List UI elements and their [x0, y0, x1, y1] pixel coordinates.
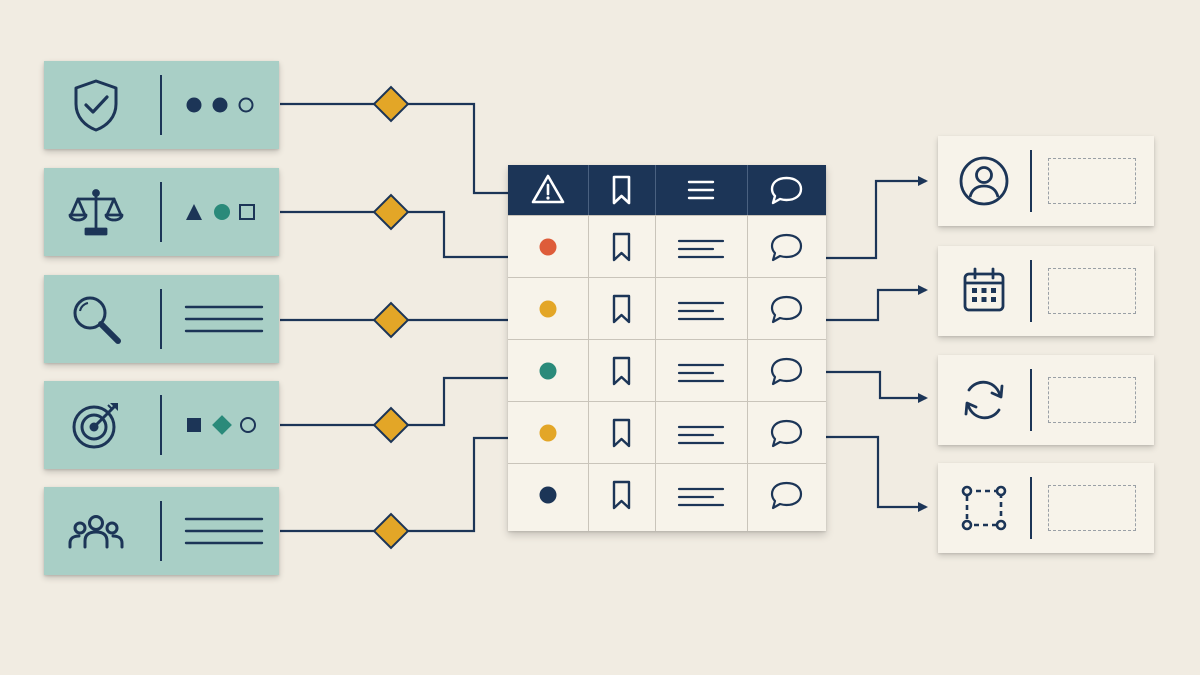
- out-connector-4: [826, 435, 928, 512]
- card-divider: [1030, 260, 1032, 322]
- magnifier-icon: [73, 296, 121, 344]
- connector-line-2: [280, 210, 510, 259]
- card-divider: [160, 182, 162, 242]
- input-card-scales: [44, 168, 279, 256]
- decision-diamond-5: [372, 512, 410, 550]
- out-connector-2: [826, 285, 928, 322]
- status-dot: [539, 362, 557, 380]
- user-profile-icon: [959, 156, 1009, 206]
- decision-diamond-2: [372, 193, 410, 231]
- card-divider: [160, 289, 162, 349]
- text-lines: [677, 239, 725, 259]
- central-matrix-table: [508, 165, 826, 531]
- text-lines: [677, 301, 725, 321]
- input-card-people: [44, 487, 279, 575]
- refresh-cycle-icon: [964, 380, 1004, 420]
- status-dot: [539, 424, 557, 442]
- bookmark-icon: [612, 356, 631, 386]
- text-lines: [184, 517, 264, 545]
- bookmark-icon: [612, 294, 631, 324]
- input-card-search: [44, 275, 279, 363]
- speech-bubble-icon: [770, 176, 803, 205]
- status-shapes: [187, 415, 256, 435]
- output-card-refresh: [938, 355, 1154, 445]
- speech-bubble-icon: [770, 481, 803, 510]
- output-card-profile: [938, 136, 1154, 226]
- connector-line-4: [280, 376, 510, 427]
- calendar-icon: [963, 267, 1005, 312]
- empty-placeholder: [1048, 268, 1136, 314]
- warning-icon: [531, 174, 565, 204]
- input-card-shield: [44, 61, 279, 149]
- output-card-calendar: [938, 246, 1154, 336]
- status-dot: [539, 300, 557, 318]
- selection-frame-icon: [961, 485, 1007, 531]
- empty-placeholder: [1048, 485, 1136, 531]
- status-dot: [539, 238, 557, 256]
- output-card-selection: [938, 463, 1154, 553]
- table-row: [508, 277, 826, 340]
- bookmark-icon: [612, 418, 631, 448]
- empty-placeholder: [1048, 158, 1136, 204]
- empty-placeholder: [1048, 377, 1136, 423]
- decision-diamond-4: [372, 406, 410, 444]
- speech-bubble-icon: [770, 233, 803, 262]
- speech-bubble-icon: [770, 357, 803, 386]
- card-divider: [1030, 150, 1032, 212]
- table-row: [508, 339, 826, 402]
- table-row: [508, 215, 826, 278]
- card-divider: [160, 395, 162, 455]
- card-divider: [160, 75, 162, 135]
- text-lines: [677, 363, 725, 383]
- speech-bubble-icon: [770, 295, 803, 324]
- decision-diamond-1: [372, 85, 410, 123]
- card-divider: [1030, 369, 1032, 431]
- status-dot: [539, 486, 557, 504]
- shield-check-icon: [74, 79, 118, 132]
- bookmark-icon: [612, 480, 631, 510]
- status-dots: [186, 97, 254, 113]
- scales-icon: [68, 189, 124, 236]
- target-arrow-icon: [72, 403, 118, 449]
- status-shapes: [186, 204, 255, 220]
- speech-bubble-icon: [770, 419, 803, 448]
- decision-diamond-3: [372, 301, 410, 339]
- out-connector-3: [826, 370, 928, 403]
- text-lines: [184, 305, 264, 333]
- out-connector-1: [826, 176, 928, 260]
- input-card-target: [44, 381, 279, 469]
- list-icon: [687, 180, 715, 200]
- text-lines: [677, 425, 725, 445]
- bookmark-icon: [612, 175, 631, 205]
- text-lines: [677, 487, 725, 507]
- table-row: [508, 463, 826, 526]
- table-row: [508, 401, 826, 464]
- bookmark-icon: [612, 232, 631, 262]
- people-group-icon: [68, 515, 124, 549]
- card-divider: [160, 501, 162, 561]
- card-divider: [1030, 477, 1032, 539]
